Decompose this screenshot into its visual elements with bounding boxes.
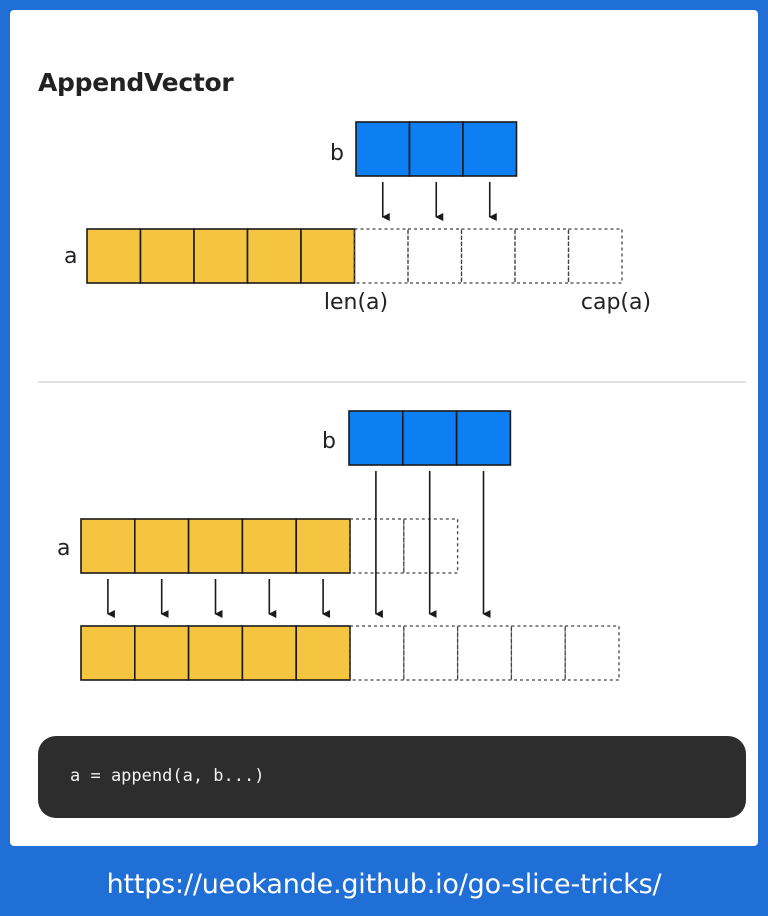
diagram2-a-empty-cell — [403, 518, 459, 574]
diagram1-b-cell — [408, 121, 464, 177]
diagram2-a-cell — [80, 518, 136, 574]
diagram1-a-cell — [86, 228, 142, 284]
diagram2-result-empty-cell — [510, 625, 566, 681]
diagram2-a-cell — [241, 518, 297, 574]
diagram2-result-empty-cell — [403, 625, 459, 681]
diagram2-a-cell — [187, 518, 244, 574]
append-vector-diagram: b a len(a) cap(a) b a — [57, 121, 651, 681]
diagram2-result-cell — [295, 625, 351, 681]
diagram1-b-cell — [462, 121, 518, 177]
diagram2-result-cell — [80, 625, 136, 681]
diagram1-a-empty-cell — [460, 228, 516, 284]
diagram1-a-empty-cell — [353, 228, 409, 284]
section-divider — [38, 381, 746, 383]
diagram1-a-cell — [246, 228, 302, 284]
len-label: len(a) — [324, 290, 388, 315]
diagram2-b-cell — [455, 410, 512, 466]
diagram1-b-cell — [355, 121, 411, 177]
diagram2-result-cell — [187, 625, 244, 681]
diagram2-result-empty-cell — [349, 625, 405, 681]
diagram1-a-empty-cell — [514, 228, 570, 284]
diagram1-label-b: b — [330, 141, 344, 166]
arrows-layer — [106, 182, 497, 618]
diagram1-a-cell — [193, 228, 249, 284]
diagram1-label-a: a — [64, 244, 77, 269]
diagram1-a-empty-cell — [567, 228, 623, 284]
diagram2-a-cell — [134, 518, 190, 574]
diagram2-result-cell — [134, 625, 190, 681]
diagram2-a-cell — [295, 518, 351, 574]
page-title: AppendVector — [38, 68, 234, 97]
footer-bar: https://ueokande.github.io/go-slice-tric… — [0, 852, 768, 916]
code-text: a = append(a, b...) — [70, 766, 265, 786]
diagram2-result-cell — [241, 625, 297, 681]
cells-layer — [80, 121, 623, 681]
diagram1-a-cell — [300, 228, 356, 284]
diagram2-a-empty-cell — [349, 518, 405, 574]
diagram2-label-b: b — [322, 429, 336, 454]
code-block: a = append(a, b...) — [38, 736, 746, 818]
diagram2-result-empty-cell — [456, 625, 513, 681]
diagram2-b-cell — [348, 410, 404, 466]
footer-url-link[interactable]: https://ueokande.github.io/go-slice-tric… — [106, 868, 662, 900]
diagram2-result-empty-cell — [564, 625, 620, 681]
diagram2-b-cell — [401, 410, 458, 466]
cap-label: cap(a) — [581, 290, 651, 315]
diagram1-a-empty-cell — [407, 228, 463, 284]
diagram1-a-cell — [139, 228, 195, 284]
diagram2-label-a: a — [57, 536, 70, 561]
